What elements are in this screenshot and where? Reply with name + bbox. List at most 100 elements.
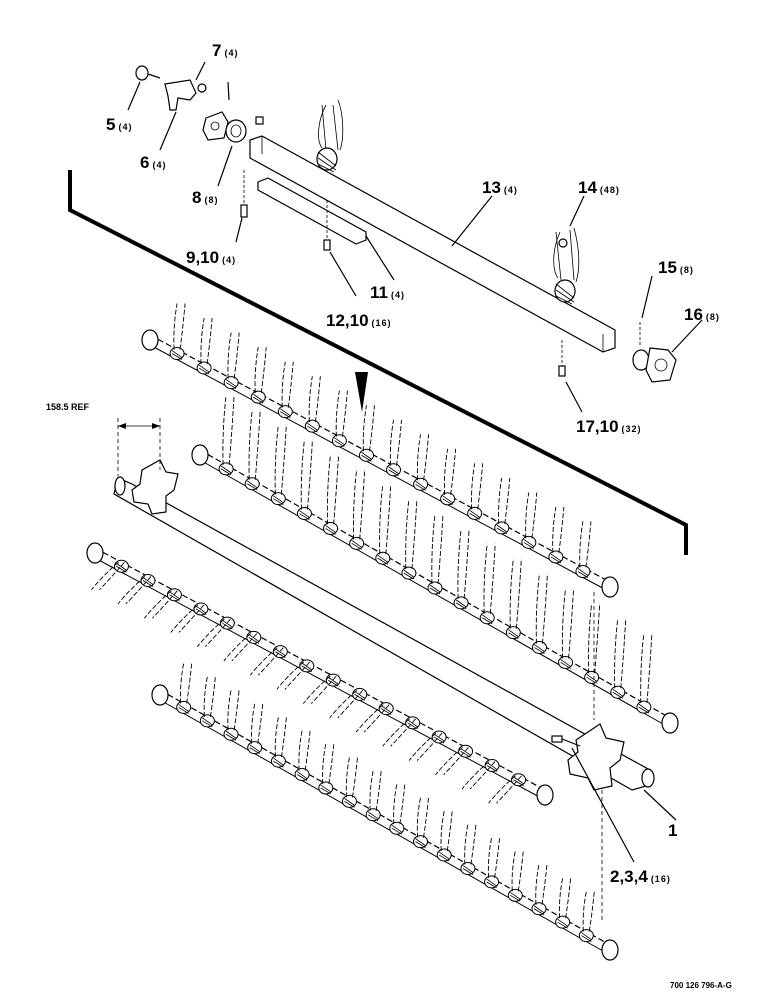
tine-bar-bottom: [151, 663, 619, 961]
callout-17-10-number: 17,10: [576, 417, 619, 436]
tine-bar-third-spring-tine: [302, 673, 341, 704]
tine-bar-top-spring-tine: [440, 448, 457, 506]
svg-text:12,10(16): 12,10(16): [326, 311, 392, 330]
tine-bar-top-spring-tine: [331, 390, 348, 448]
tine-bar-second-spring-tine: [349, 469, 366, 550]
callout-13-number: 13: [482, 178, 501, 197]
tine-bar-top-spring-tine: [413, 434, 430, 491]
tine-bar-third-spring-tine: [170, 602, 209, 633]
callout-13-qty: (4): [504, 185, 518, 195]
callout-7-number: 7: [212, 41, 221, 60]
tine-bar-bottom-spring-tine: [484, 837, 501, 889]
svg-text:6(4): 6(4): [140, 153, 166, 172]
tine-bar-bottom-spring-tine: [507, 851, 524, 902]
svg-text:13(4): 13(4): [482, 178, 518, 197]
tine-bar-bottom-spring-tine: [365, 770, 382, 822]
tine-bar-bottom-spring-tine: [578, 891, 595, 943]
nut-7: [197, 83, 207, 93]
callout-2-3-4-qty: (16): [651, 874, 671, 884]
upper-assembly: [135, 65, 677, 383]
tine-bar-second-spring-tine: [270, 424, 287, 506]
tine-bar-third-end-right: [536, 784, 554, 806]
tine-bar-bottom-spring-tine: [555, 878, 572, 929]
callout-12-10-qty: (16): [372, 318, 392, 328]
tine-bar-top-spring-tine: [169, 303, 186, 361]
tine-bar-third-spring-tine: [329, 687, 368, 719]
svg-text:14(48): 14(48): [578, 178, 620, 197]
callout-15-number: 15: [658, 258, 677, 277]
svg-text:5(4): 5(4): [106, 115, 132, 134]
tine-bar-second-spring-tine: [375, 484, 392, 565]
callout-6-qty: (4): [152, 160, 166, 170]
tine-bar-bottom-spring-tine: [318, 743, 335, 795]
callout-15-qty: (8): [680, 265, 694, 275]
reference-dimension: [117, 418, 603, 920]
tine-bar-top-end-right: [601, 576, 619, 598]
callout-8-qty: (8): [204, 195, 218, 205]
callout-5-qty: (4): [118, 122, 132, 132]
callout-1-number: 1: [668, 821, 677, 840]
tine-bar-second-spring-tine: [610, 618, 627, 699]
callout-labels: 7(4) 5(4) 6(4) 8(8) 9,10(4) 13(4) 14(48)…: [46, 41, 732, 990]
svg-text:17,10(32): 17,10(32): [576, 417, 642, 436]
spider-plate-left: [131, 459, 179, 515]
callout-11-qty: (4): [391, 290, 405, 300]
tine-bar-second-spring-tine: [218, 394, 235, 476]
tine-bar-bottom-spring-tine: [341, 757, 358, 808]
tine-bar-second-spring-tine: [401, 499, 418, 580]
tine-bar-third-spring-tine: [461, 759, 500, 790]
bearing-8: [225, 119, 247, 143]
svg-text:16(8): 16(8): [684, 305, 720, 324]
tine-bar-third-spring-tine: [355, 702, 394, 733]
callout-6-number: 6: [140, 153, 149, 172]
callout-14-number: 14: [578, 178, 597, 197]
tine-bar-bottom-spring-tine: [531, 864, 548, 916]
svg-text:15(8): 15(8): [658, 258, 694, 277]
callout-8-number: 8: [192, 188, 201, 207]
tine-bar-bottom-spring-tine: [413, 797, 429, 849]
tine-bar-bottom-spring-tine: [436, 810, 453, 862]
tine-bar-second-spring-tine: [558, 588, 575, 669]
spring-tine-right: [553, 227, 580, 305]
tine-bar-bottom-spring-tine: [389, 784, 406, 835]
tine-bar-bottom-end-left: [151, 684, 169, 706]
tine-bar-bottom-spring-tine: [176, 663, 193, 714]
callout-9-10-number: 9,10: [186, 248, 219, 267]
detail-pointer: [355, 372, 368, 412]
tine-bar-second-end-right: [661, 712, 679, 734]
tine-bar-top-spring-tine: [386, 419, 402, 477]
tine-bar-bottom-end-right: [601, 939, 619, 961]
svg-text:2,3,4(16): 2,3,4(16): [610, 867, 671, 886]
tine-bar-second-spring-tine: [244, 409, 261, 491]
tine-bar-third-spring-tine: [144, 588, 182, 619]
tine-bar-bottom-spring-tine: [460, 824, 477, 875]
tine-bar-second-spring-tine: [296, 439, 313, 521]
spider-plate-right: [567, 723, 625, 791]
tine-bar-top-spring-tine: [494, 477, 511, 535]
tine-bar-second-spring-tine: [505, 558, 522, 640]
tine-bar-assemblies: [86, 303, 679, 961]
callout-7-qty: (4): [224, 48, 238, 58]
tine-bar-top-end-left: [141, 329, 159, 351]
detail-bracket: [68, 170, 688, 555]
bolt-5: [135, 65, 149, 81]
tine-bar-third-spring-tine: [382, 716, 421, 747]
tine-bar-third-spring-tine: [249, 645, 288, 676]
tine-bar-second: [191, 394, 679, 734]
leader-lines: [127, 61, 703, 863]
tine-bar-third-spring-tine: [488, 773, 527, 804]
callout-2-3-4-number: 2,3,4: [610, 867, 648, 886]
svg-text:1: 1: [668, 821, 677, 840]
tine-bar-third-spring-tine: [117, 573, 156, 605]
tine-bar-top-spring-tine: [250, 347, 267, 404]
tine-bar-second-spring-tine: [584, 603, 601, 684]
tine-bar-third: [86, 542, 554, 806]
callout-11-number: 11: [370, 283, 388, 302]
callout-17-10-qty: (32): [622, 424, 642, 434]
callout-5-number: 5: [106, 115, 115, 134]
tine-bar-second-spring-tine: [427, 513, 444, 595]
svg-text:9,10(4): 9,10(4): [186, 248, 236, 267]
crank-arm-6: [164, 79, 197, 111]
